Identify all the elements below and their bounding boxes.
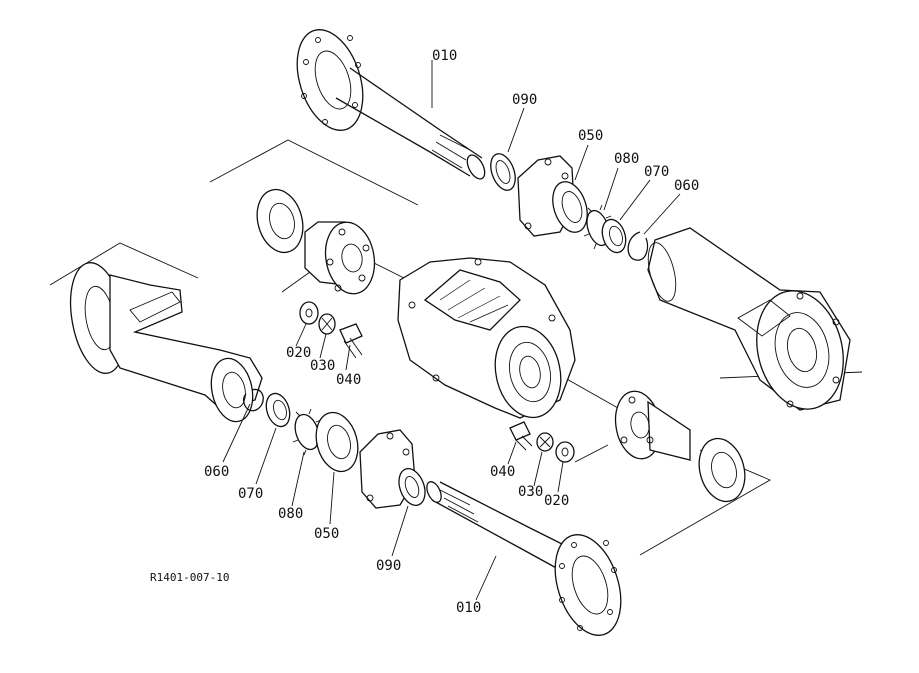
callout-left-060: 060 (204, 464, 229, 480)
callout-mid-020: 020 (286, 345, 311, 361)
callout-right-030: 030 (518, 484, 543, 500)
callout-mid-030: 030 (310, 358, 335, 374)
callout-top-050: 050 (578, 128, 603, 144)
mid-lockwasher-030 (318, 313, 336, 335)
callout-mid-040: 040 (336, 372, 361, 388)
callout-right-020: 020 (544, 493, 569, 509)
differential-carrier-housing (397, 257, 576, 419)
callout-left-050: 050 (314, 526, 339, 542)
top-bearing-050 (552, 181, 588, 233)
right-lockwasher-030 (536, 432, 554, 452)
right-washer-020 (555, 441, 575, 463)
callout-bottom-090: 090 (376, 558, 401, 574)
right-diff-bearing (698, 437, 746, 503)
bottom-axle-shaft (426, 481, 622, 636)
callout-left-070: 070 (238, 486, 263, 502)
callout-right-040: 040 (490, 464, 515, 480)
assembly-guide-lines (49, 139, 863, 556)
top-circlip-060 (627, 231, 649, 261)
top-seal-090 (490, 153, 516, 191)
top-axle-shaft (296, 29, 486, 180)
callout-leader-lines (222, 60, 681, 601)
callout-top-080: 080 (614, 151, 639, 167)
right-axle-housing (647, 227, 851, 411)
left-axle-housing (69, 262, 263, 423)
callout-top-060: 060 (674, 178, 699, 194)
mid-bolt-040 (339, 323, 363, 359)
callout-top-010: 010 (432, 48, 457, 64)
reference-code: R1401-007-10 (150, 571, 229, 584)
right-bolt-040 (509, 421, 533, 451)
left-diff-side-gear-flange (304, 221, 376, 295)
callout-bottom-010: 010 (456, 600, 481, 616)
callout-top-090: 090 (512, 92, 537, 108)
callout-top-070: 070 (644, 164, 669, 180)
left-bearing-050 (315, 411, 359, 473)
right-diff-side-gear-flange (614, 390, 691, 461)
top-nut-070 (601, 218, 627, 254)
callout-left-080: 080 (278, 506, 303, 522)
left-nut-070 (265, 392, 291, 428)
mid-washer-020 (299, 301, 319, 325)
left-circlip-060 (242, 388, 264, 412)
left-diff-bearing (256, 188, 304, 254)
bottom-seal-090 (398, 468, 426, 506)
callout-labels: 010 090 050 080 070 060 020 030 040 060 … (150, 48, 699, 616)
